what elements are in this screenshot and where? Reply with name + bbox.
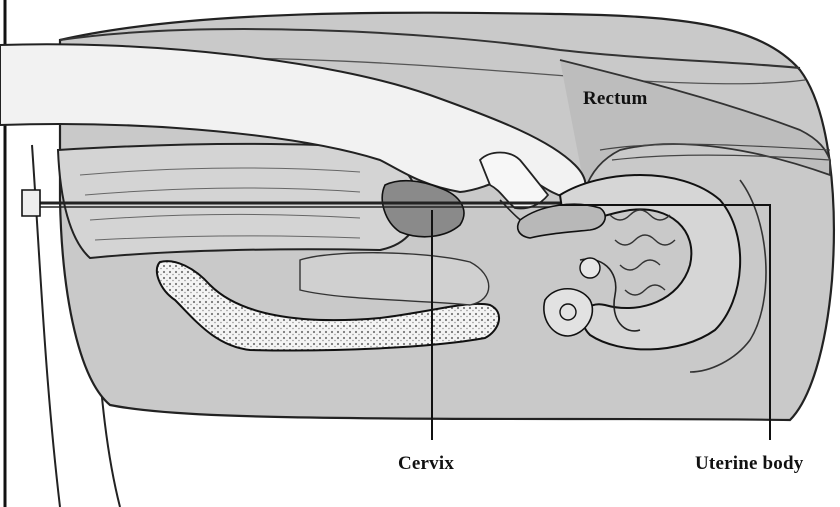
rod-handle bbox=[22, 190, 40, 216]
rectum-label: Rectum bbox=[583, 88, 648, 110]
ovary-2 bbox=[580, 258, 600, 278]
uterine-body-label: Uterine body bbox=[695, 453, 803, 475]
cervix-label: Cervix bbox=[398, 453, 454, 475]
vaginal-tract bbox=[58, 144, 420, 258]
